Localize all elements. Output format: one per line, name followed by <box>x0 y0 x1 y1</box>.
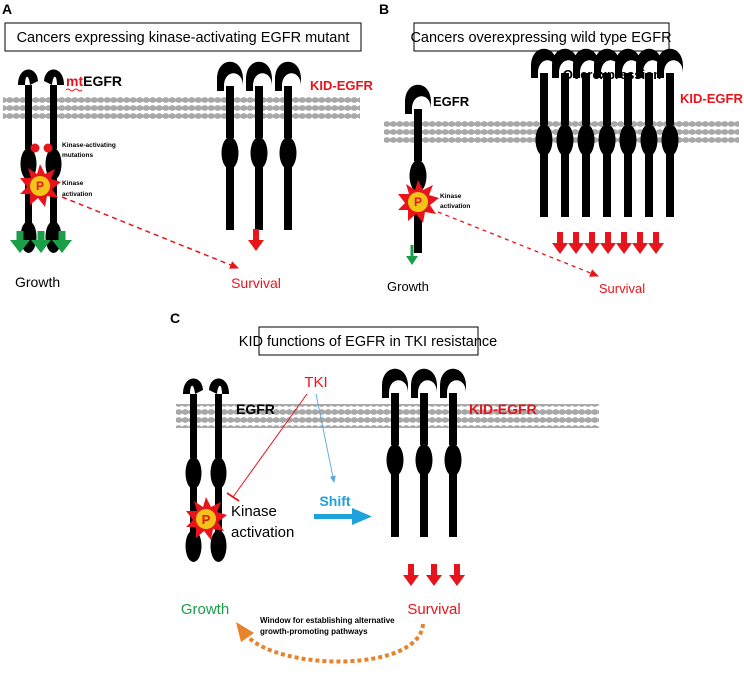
kid-egfr-receptor <box>382 368 408 537</box>
activation-label-2: activation <box>62 191 92 198</box>
survival-arrow <box>600 232 616 254</box>
panel-a: A Cancers expressing kinase-activating E… <box>2 1 373 291</box>
panel-a-title-box <box>4 22 362 52</box>
survival-arrow <box>403 564 419 586</box>
survival-label: Survival <box>599 281 645 296</box>
mutation-label-1: Kinase-activating <box>62 142 116 149</box>
growth-label: Growth <box>181 601 229 618</box>
panel-b-letter: B <box>379 1 389 17</box>
tki-shift-arrow <box>315 393 336 483</box>
mutation-dot <box>30 143 40 153</box>
panel-b-title-box <box>413 22 670 52</box>
kid-egfr-label: KID-EGFR <box>680 91 743 106</box>
kid-egfr-receptor <box>440 368 466 537</box>
survival-arrow <box>616 232 632 254</box>
membrane <box>176 404 599 428</box>
kinase-label-1: Kinase <box>231 503 277 520</box>
phospho-p: P <box>36 179 44 193</box>
mt-underline <box>65 88 83 92</box>
survival-label: Survival <box>407 601 460 618</box>
survival-arrow <box>552 232 568 254</box>
kid-egfr-receptor <box>217 61 243 230</box>
panel-b-title: Cancers overexpressing wild type EGFR <box>410 30 671 46</box>
survival-arrow <box>449 564 465 586</box>
dashed-arrow-to-survival <box>61 196 239 269</box>
panel-a-letter: A <box>2 1 12 17</box>
tki-inhibition-line <box>232 393 308 498</box>
survival-arrow <box>568 232 584 254</box>
survival-arrow <box>632 232 648 254</box>
panel-b: B Cancers overexpressing wild type EGFR … <box>379 1 743 296</box>
tki-inhibition-bar <box>226 492 240 502</box>
window-label-2: growth-promoting pathways <box>260 627 368 636</box>
survival-arrow <box>426 564 442 586</box>
shift-label: Shift <box>319 493 350 509</box>
overexpression-label: Overexpression <box>563 67 661 82</box>
survival-arrow <box>248 229 264 251</box>
kid-egfr-label: KID-EGFR <box>310 78 373 93</box>
panel-c-title-box <box>258 326 479 356</box>
growth-label: Growth <box>387 279 429 294</box>
activation-label-1: Kinase <box>440 193 462 200</box>
egfr-label: EGFR <box>236 401 275 417</box>
window-curved-arrow <box>244 623 425 664</box>
egfr-label: EGFR <box>433 94 470 109</box>
survival-label: Survival <box>231 275 281 291</box>
panel-c: C KID functions of EGFR in TKI resistanc… <box>170 310 599 664</box>
mutation-label-2: mutations <box>62 152 93 159</box>
panel-c-letter: C <box>170 310 180 326</box>
shift-arrow-head <box>352 508 372 525</box>
panel-a-title: Cancers expressing kinase-activating EGF… <box>17 30 350 46</box>
membrane <box>3 96 360 120</box>
survival-arrow <box>584 232 600 254</box>
panel-c-title: KID functions of EGFR in TKI resistance <box>239 334 497 350</box>
kid-egfr-receptor <box>275 61 301 230</box>
tki-label: TKI <box>304 374 327 391</box>
kid-egfr-receptor <box>411 368 437 537</box>
window-label-1: Window for establishing alternative <box>260 616 395 625</box>
kid-egfr-label: KID-EGFR <box>469 401 537 417</box>
kid-egfr-receptor <box>246 61 272 230</box>
activation-label-2: activation <box>440 203 470 210</box>
phospho-p: P <box>202 512 211 527</box>
window-arrow-head <box>236 622 254 642</box>
survival-arrow <box>648 232 664 254</box>
activation-label-1: Kinase <box>62 180 84 187</box>
kinase-label-2: activation <box>231 524 294 541</box>
wt-egfr-receptor <box>405 84 431 253</box>
mt-egfr-label: mtEGFR <box>66 73 122 89</box>
growth-arrow <box>406 245 418 265</box>
shift-arrow-shaft <box>314 514 356 519</box>
phospho-p: P <box>414 195 422 209</box>
mutation-dot <box>43 143 53 153</box>
growth-label: Growth <box>15 274 60 290</box>
